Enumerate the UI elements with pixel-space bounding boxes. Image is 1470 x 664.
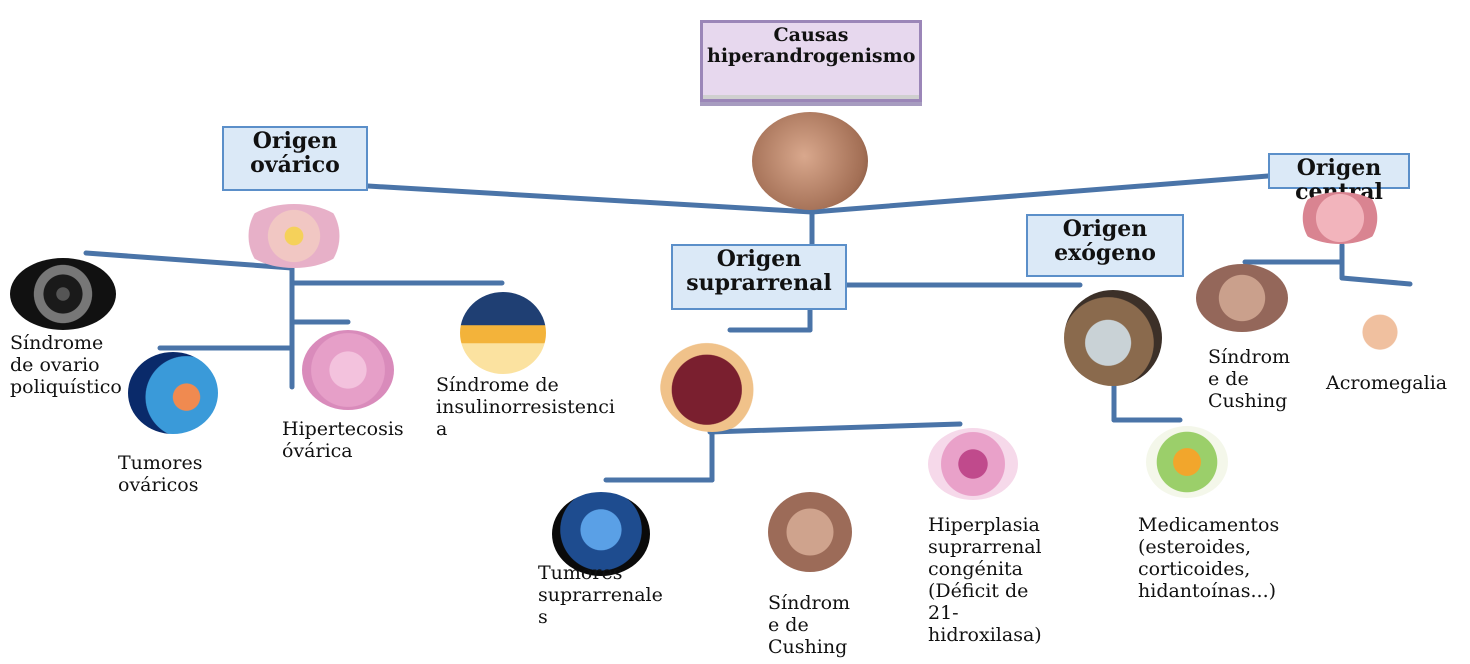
label-tumores-ovaricos: Tumores ováricos: [118, 452, 238, 496]
brain-image: [1294, 192, 1386, 244]
insulin-cell-image: [460, 292, 546, 374]
title-text: Causas hiperandrogenismo: [707, 24, 915, 67]
drugs-image: [1064, 290, 1162, 386]
histology-image: [302, 330, 394, 410]
label-acromegalia: Acromegalia: [1326, 372, 1466, 394]
ovarian-tumor-image: [128, 352, 218, 434]
branch-central: Origen central: [1268, 153, 1410, 189]
branch-suprarrenal-label: Origen suprarrenal: [686, 246, 831, 296]
title-box: Causas hiperandrogenismo: [700, 20, 922, 102]
branch-suprarrenal: Origen suprarrenal: [671, 244, 847, 310]
label-hiperplasia: Hiperplasia suprarrenal congénita (Défic…: [928, 514, 1068, 646]
label-tumores-suprarrenales: Tumores suprarrenale s: [538, 562, 688, 628]
label-hipertecosis: Hipertecosis óvárica: [282, 418, 412, 462]
medication-bottles-image: [1146, 426, 1228, 498]
striae-abdomen-central-image: [1196, 264, 1288, 332]
label-cushing-central: Síndrom e de Cushing: [1208, 346, 1312, 412]
label-medicamentos: Medicamentos (esteroides, corticoides, h…: [1138, 514, 1308, 602]
hands-acromegaly-image: [1350, 298, 1450, 360]
branch-exogeno: Origen exógeno: [1026, 214, 1184, 277]
branch-ovarico-label: Origen ovárico: [250, 128, 340, 178]
congenital-hyperplasia-image: [928, 428, 1018, 500]
branch-ovarico: Origen ovárico: [222, 126, 368, 191]
branch-exogeno-label: Origen exógeno: [1054, 216, 1156, 266]
label-sop: Síndrome de ovario poliquístico: [10, 332, 128, 398]
adrenal-kidney-image: [660, 338, 764, 432]
ultrasound-image: [10, 258, 116, 330]
label-cushing-suprarrenal: Síndrom e de Cushing: [768, 592, 878, 658]
label-insulinorresistencia: Síndrome de insulinorresistenci a: [436, 374, 656, 440]
striae-abdomen-image: [768, 492, 852, 572]
face-acne-image: [752, 112, 868, 210]
ovary-image: [238, 204, 350, 268]
